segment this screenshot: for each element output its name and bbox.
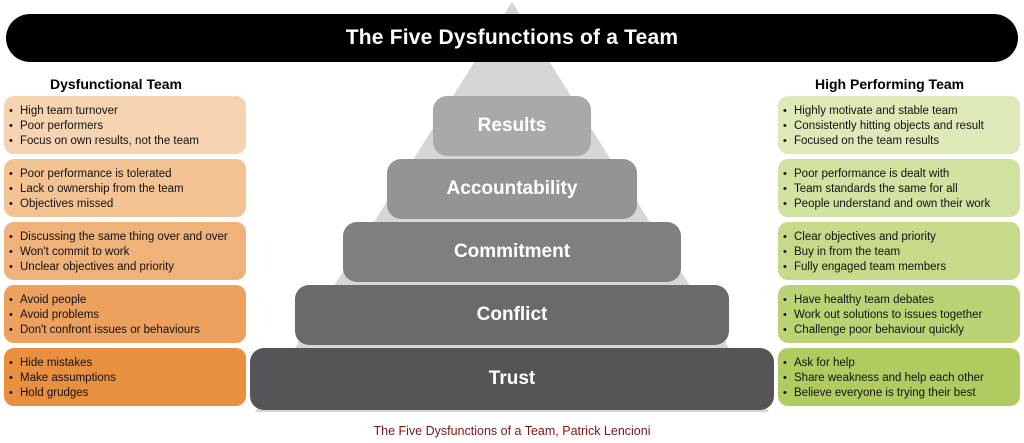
bullet-item: Challenge poor behaviour quickly bbox=[783, 323, 1020, 338]
tier-results bbox=[433, 96, 591, 156]
bullet-item: Don't confront issues or behaviours bbox=[9, 323, 246, 338]
bullet-item: Focus on own results, not the team bbox=[9, 134, 246, 149]
high-performing-box-conflict: Have healthy team debatesWork out soluti… bbox=[778, 285, 1020, 343]
tier-label-results: Results bbox=[477, 115, 547, 136]
bullet-list: Highly motivate and stable teamConsisten… bbox=[783, 104, 1020, 149]
bullet-item: Lack o ownership from the team bbox=[9, 182, 246, 197]
bullet-item: Poor performers bbox=[9, 119, 246, 134]
dysfunctional-box-commitment: Discussing the same thing over and overW… bbox=[4, 222, 246, 280]
high-performing-box-commitment: Clear objectives and priorityBuy in from… bbox=[778, 222, 1020, 280]
dysfunctional-box-accountability: Poor performance is toleratedLack o owne… bbox=[4, 159, 246, 217]
bullet-item: Fully engaged team members bbox=[783, 260, 1020, 275]
tier-label-conflict: Conflict bbox=[476, 304, 548, 325]
tier-commitment bbox=[343, 222, 681, 282]
bullet-item: Poor performance is tolerated bbox=[9, 167, 246, 182]
bullet-item: Have healthy team debates bbox=[783, 293, 1020, 308]
high-performing-box-results: Highly motivate and stable teamConsisten… bbox=[778, 96, 1020, 154]
bullet-item: Hold grudges bbox=[9, 386, 246, 401]
bullet-item: Avoid problems bbox=[9, 308, 246, 323]
bullet-item: Poor performance is dealt with bbox=[783, 167, 1020, 182]
bullet-item: People understand and own their work bbox=[783, 197, 1020, 212]
source-caption: The Five Dysfunctions of a Team, Patrick… bbox=[373, 424, 651, 438]
bullet-item: Focused on the team results bbox=[783, 134, 1020, 149]
bullet-list: Clear objectives and priorityBuy in from… bbox=[783, 230, 1020, 275]
high-performing-box-trust: Ask for helpShare weakness and help each… bbox=[778, 348, 1020, 406]
bullet-list: Poor performance is dealt withTeam stand… bbox=[783, 167, 1020, 212]
tier-label-commitment: Commitment bbox=[453, 241, 571, 262]
bullet-item: High team turnover bbox=[9, 104, 246, 119]
bullet-item: Team standards the same for all bbox=[783, 182, 1020, 197]
bullet-item: Discussing the same thing over and over bbox=[9, 230, 246, 245]
tier-conflict bbox=[295, 285, 729, 345]
bullet-item: Hide mistakes bbox=[9, 356, 246, 371]
bullet-item: Ask for help bbox=[783, 356, 1020, 371]
bullet-list: Poor performance is toleratedLack o owne… bbox=[9, 167, 246, 212]
bullet-list: Ask for helpShare weakness and help each… bbox=[783, 356, 1020, 401]
bullet-item: Work out solutions to issues together bbox=[783, 308, 1020, 323]
diagram-title: The Five Dysfunctions of a Team bbox=[345, 26, 679, 49]
dysfunctional-box-results: High team turnoverPoor performersFocus o… bbox=[4, 96, 246, 154]
bullet-item: Make assumptions bbox=[9, 371, 246, 386]
tier-label-accountability: Accountability bbox=[446, 178, 578, 199]
high-performing-box-accountability: Poor performance is dealt withTeam stand… bbox=[778, 159, 1020, 217]
tier-accountability bbox=[387, 159, 637, 219]
bullet-list: Discussing the same thing over and overW… bbox=[9, 230, 246, 275]
bullet-list: Avoid peopleAvoid problemsDon't confront… bbox=[9, 293, 246, 338]
left-column-heading: Dysfunctional Team bbox=[50, 76, 182, 92]
title-bar: The Five Dysfunctions of a Team bbox=[6, 14, 1018, 62]
bullet-item: Clear objectives and priority bbox=[783, 230, 1020, 245]
right-column-heading: High Performing Team bbox=[815, 76, 965, 92]
bullet-item: Avoid people bbox=[9, 293, 246, 308]
bullet-item: Believe everyone is trying their best bbox=[783, 386, 1020, 401]
bullet-list: High team turnoverPoor performersFocus o… bbox=[9, 104, 246, 149]
bullet-list: Have healthy team debatesWork out soluti… bbox=[783, 293, 1020, 338]
bullet-item: Objectives missed bbox=[9, 197, 246, 212]
bullet-item: Consistently hitting objects and result bbox=[783, 119, 1020, 134]
bullet-list: Hide mistakesMake assumptionsHold grudge… bbox=[9, 356, 246, 401]
bullet-item: Share weakness and help each other bbox=[783, 371, 1020, 386]
bullet-item: Highly motivate and stable team bbox=[783, 104, 1020, 119]
bullet-item: Unclear objectives and priority bbox=[9, 260, 246, 275]
dysfunctional-box-conflict: Avoid peopleAvoid problemsDon't confront… bbox=[4, 285, 246, 343]
dysfunctional-box-trust: Hide mistakesMake assumptionsHold grudge… bbox=[4, 348, 246, 406]
bullet-item: Won't commit to work bbox=[9, 245, 246, 260]
tier-trust bbox=[250, 348, 774, 410]
bullet-item: Buy in from the team bbox=[783, 245, 1020, 260]
tier-label-trust: Trust bbox=[488, 368, 536, 389]
